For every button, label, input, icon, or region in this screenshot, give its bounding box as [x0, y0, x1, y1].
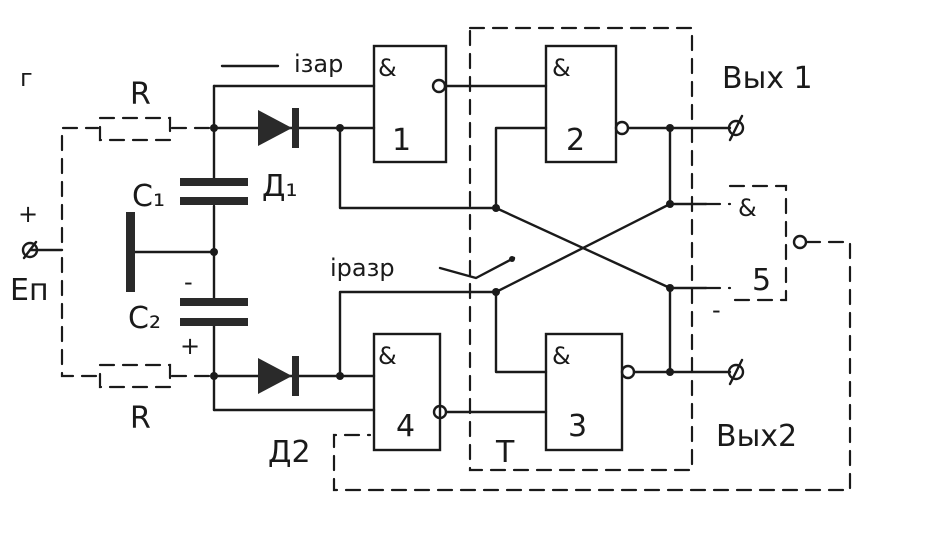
diode-d1: [258, 108, 299, 148]
c1-label: C₁: [132, 179, 165, 214]
node: [210, 124, 218, 132]
middle-electrode: [126, 212, 135, 292]
gate2-number: 2: [566, 123, 585, 158]
c2-plus-sign: +: [180, 332, 200, 360]
output-terminals: [22, 114, 745, 386]
output2-label: Вых2: [716, 419, 797, 454]
figure-label: г: [20, 64, 33, 92]
diode-d2: [258, 356, 299, 396]
gate5-number: 5: [752, 263, 771, 298]
gate4-number: 4: [396, 409, 415, 444]
d2-node-to-cross: [338, 290, 498, 378]
out1-terminal-slash: [728, 114, 744, 142]
node: [666, 124, 674, 132]
g2-lower-input: [494, 126, 548, 210]
gate1-number: 1: [392, 123, 411, 158]
out2-terminal-slash: [728, 358, 744, 386]
gate-1: [372, 44, 448, 164]
node: [492, 204, 500, 212]
c1-plate-top: [180, 178, 248, 186]
top-dashed-lead: [60, 126, 100, 244]
gate4-inverter-bubble: [432, 404, 448, 420]
gate3-body: [544, 332, 624, 452]
c1-plate-bottom: [180, 197, 248, 205]
bottom-dashed-lead: [60, 256, 100, 378]
capacitor-c2: [180, 298, 248, 326]
node: [666, 200, 674, 208]
node: [492, 288, 500, 296]
gate3-number: 3: [568, 409, 587, 444]
d2-bar: [292, 356, 299, 396]
resistor-top-label: R: [130, 77, 151, 112]
gate-5-output: [792, 234, 808, 250]
supply-plus-sign: +: [18, 200, 38, 228]
gate5-symbol: &: [738, 194, 757, 222]
d1-node-to-cross: [338, 126, 498, 210]
charge-current-label: iзар: [294, 50, 343, 78]
node: [666, 368, 674, 376]
node: [210, 248, 218, 256]
c2-minus-sign: -: [184, 268, 193, 296]
gate1-symbol: &: [378, 54, 397, 82]
junction-dots: [210, 124, 674, 380]
out2-terminal: [727, 363, 745, 381]
gate-3: [544, 332, 636, 452]
trigger-boundary: [468, 26, 694, 472]
feedback-loop: [332, 240, 852, 492]
gate5-inverter-bubble: [792, 234, 808, 250]
output1-label: Вых 1: [722, 61, 813, 96]
d1-triangle: [258, 110, 292, 146]
supply-terminal: [21, 241, 39, 259]
gate4-body: [372, 332, 442, 452]
node: [509, 256, 515, 262]
trigger-label: T: [495, 435, 515, 470]
resistor-bottom-label: R: [130, 401, 151, 436]
d2-triangle: [258, 358, 292, 394]
gate5-box: [728, 184, 788, 302]
d1-bar: [292, 108, 299, 148]
d1-label: Д₁: [262, 169, 297, 204]
gate1-inverter-bubble: [431, 78, 447, 94]
c2-plate-bottom: [180, 318, 248, 326]
supply-label: Еп: [10, 273, 49, 308]
d2-label: Д2: [268, 435, 311, 470]
resistor-top: [98, 116, 172, 142]
gate1-body: [372, 44, 448, 164]
capacitor-c1: [180, 178, 248, 205]
node: [210, 372, 218, 380]
gate3-inverter-bubble: [620, 364, 636, 380]
discharge-current-label: iразр: [330, 254, 395, 282]
resistor-bottom: [98, 363, 172, 389]
gate2-inverter-bubble: [614, 120, 630, 136]
c2-label: C₂: [128, 301, 161, 336]
node: [336, 372, 344, 380]
gate5-minus-sign: -: [712, 296, 721, 324]
gate-2: [544, 44, 630, 164]
gate4-symbol: &: [378, 342, 397, 370]
supply-terminal-slash: [22, 240, 38, 260]
node: [666, 284, 674, 292]
out1-terminal: [727, 119, 745, 137]
gate3-symbol: &: [552, 342, 571, 370]
gate-4: [372, 332, 448, 452]
g3-upper-input: [494, 290, 548, 374]
node: [336, 124, 344, 132]
cross-line-b: [494, 202, 672, 294]
gate2-body: [544, 44, 618, 164]
gate2-symbol: &: [552, 54, 571, 82]
dashed-wiring: [60, 26, 852, 492]
c2-plate-top: [180, 298, 248, 306]
discharge-pointer: [438, 256, 516, 280]
